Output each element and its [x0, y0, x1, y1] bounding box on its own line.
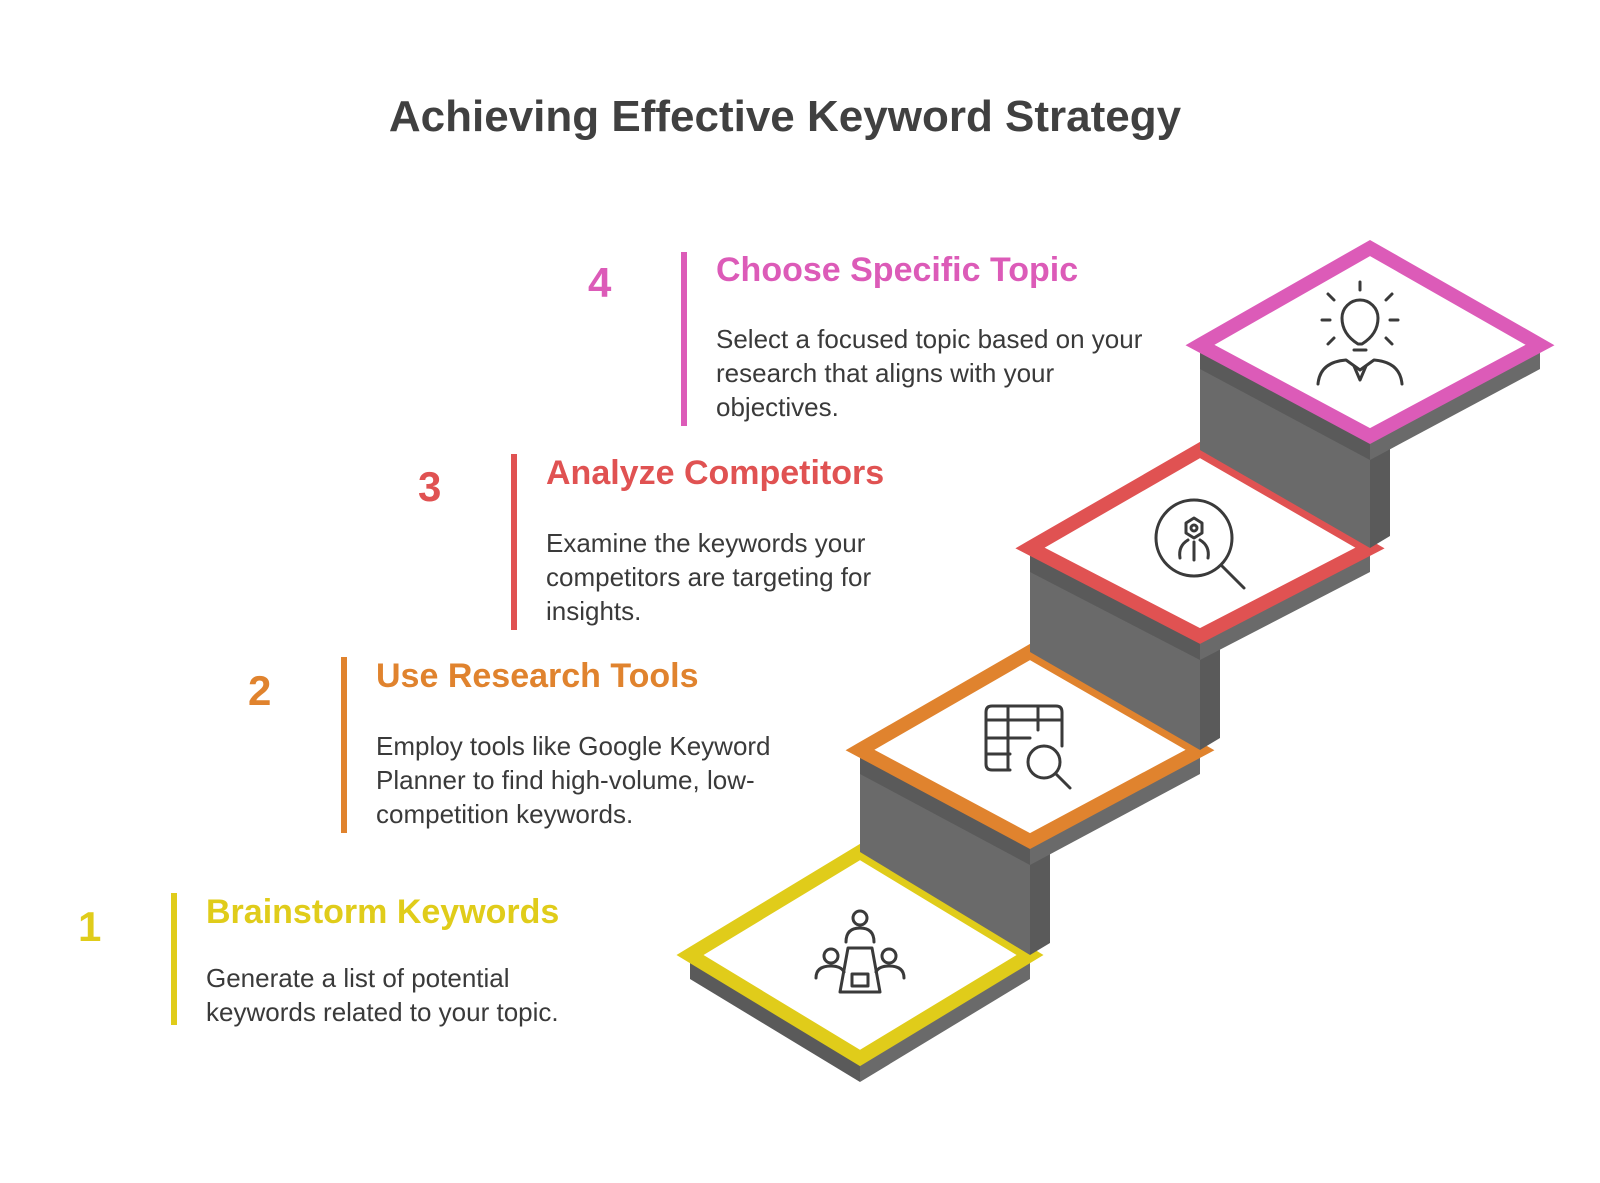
step-heading: Analyze Competitors — [546, 454, 885, 492]
stair-riser-3 — [1200, 345, 1370, 548]
stair-tile-4 — [1185, 239, 1555, 444]
step-heading: Brainstorm Keywords — [206, 893, 560, 931]
step-divider — [681, 252, 687, 426]
step-number: 1 — [78, 903, 102, 950]
step-description: Select a focused topic based on your res… — [716, 324, 1143, 422]
lightbulb-person-icon — [1316, 280, 1404, 386]
step-divider — [511, 454, 517, 630]
step-number: 4 — [588, 259, 612, 306]
meeting-table-icon — [814, 909, 906, 994]
magnifier-person-icon — [1154, 498, 1246, 590]
table-search-icon — [984, 704, 1072, 790]
step-heading: Choose Specific Topic — [716, 251, 1079, 289]
step-heading: Use Research Tools — [376, 657, 699, 695]
step-divider — [341, 657, 347, 833]
step-divider — [171, 893, 177, 1025]
stair-step-4 — [1185, 239, 1555, 460]
step-description: Generate a list of potential keywords re… — [206, 963, 559, 1027]
stair-riser-1 — [860, 750, 1030, 955]
stair-riser-2 — [1030, 548, 1200, 750]
step-number: 2 — [248, 667, 272, 714]
step-number: 3 — [418, 463, 442, 510]
step-description: Examine the keywords your competitors ar… — [546, 528, 872, 626]
step-description: Employ tools like Google Keyword Planner… — [376, 731, 771, 829]
page-title: Achieving Effective Keyword Strategy — [388, 92, 1182, 141]
